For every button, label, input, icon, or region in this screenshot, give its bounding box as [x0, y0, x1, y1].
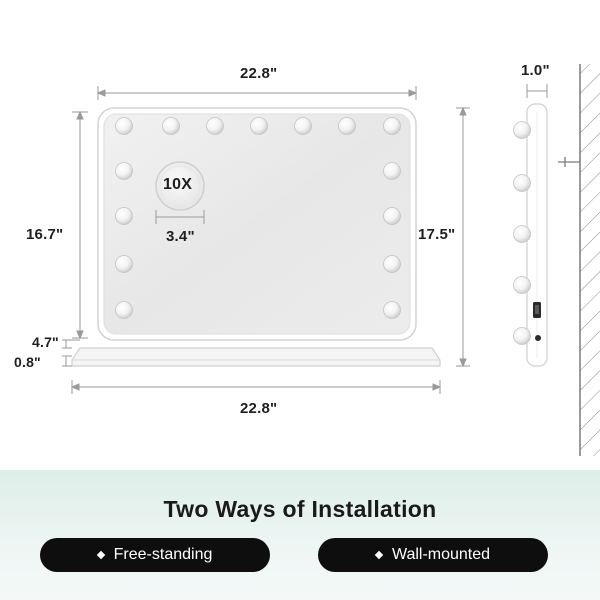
depth-dimension	[526, 84, 548, 98]
bulb-icon	[513, 225, 531, 243]
base-thickness-label: 0.8"	[14, 354, 41, 370]
mirror-stand-base	[71, 347, 441, 367]
magnifier-dimension-line	[155, 210, 205, 224]
wall-hook-icon	[558, 157, 580, 167]
installation-banner: Two Ways of Installation Free-standing W…	[0, 470, 600, 600]
mirror-glass	[103, 113, 411, 335]
base-height-label: 4.7"	[32, 334, 59, 350]
magnifier-power-label: 10X	[163, 176, 193, 193]
free-standing-label: Free-standing	[113, 546, 213, 563]
mirror-side-view	[513, 103, 548, 367]
bulb-icon	[383, 162, 401, 180]
free-standing-option: Free-standing	[40, 538, 270, 572]
bulb-icon	[115, 207, 133, 225]
bulb-column-left	[115, 162, 133, 319]
depth-label: 1.0"	[521, 62, 550, 79]
width-dimension-top	[96, 86, 418, 100]
bulb-icon	[294, 117, 312, 135]
bulb-icon	[513, 276, 531, 294]
power-button-icon	[535, 335, 541, 341]
bulb-icon	[383, 301, 401, 319]
bulb-icon	[250, 117, 268, 135]
mirror-height-dimension	[72, 110, 88, 340]
diamond-bullet-icon	[96, 550, 105, 560]
bulb-icon	[338, 117, 356, 135]
bulb-icon	[513, 327, 531, 345]
width-bottom-label: 22.8"	[240, 400, 278, 417]
bulb-icon	[115, 117, 133, 135]
wall-mounted-option: Wall-mounted	[318, 538, 548, 572]
mirror-dimension-diagram	[62, 64, 600, 456]
bulb-icon	[383, 255, 401, 273]
width-dimension-bottom	[70, 380, 442, 394]
total-height-label: 17.5"	[418, 226, 456, 243]
total-height-dimension	[456, 106, 470, 368]
bulb-icon	[206, 117, 224, 135]
base-dimension-lines	[62, 339, 80, 367]
mirror-height-label: 16.7"	[26, 226, 64, 243]
bulb-icon	[115, 255, 133, 273]
wall-mounted-label: Wall-mounted	[391, 546, 491, 563]
mirror-front-view	[97, 107, 417, 341]
bulb-icon	[115, 162, 133, 180]
width-top-label: 22.8"	[240, 65, 278, 82]
bulb-icon	[383, 117, 401, 135]
bulb-icon	[162, 117, 180, 135]
bulb-icon	[513, 121, 531, 139]
bulb-icon	[383, 207, 401, 225]
bulb-icon	[513, 174, 531, 192]
wall	[579, 64, 600, 456]
bulb-icon	[115, 301, 133, 319]
bulb-row-top	[115, 117, 401, 135]
magnifier-diameter-label: 3.4"	[166, 228, 195, 245]
magnifier-mirror	[155, 161, 205, 211]
diamond-bullet-icon	[374, 550, 384, 560]
banner-title: Two Ways of Installation	[163, 496, 437, 522]
bulb-column-right	[383, 162, 401, 319]
